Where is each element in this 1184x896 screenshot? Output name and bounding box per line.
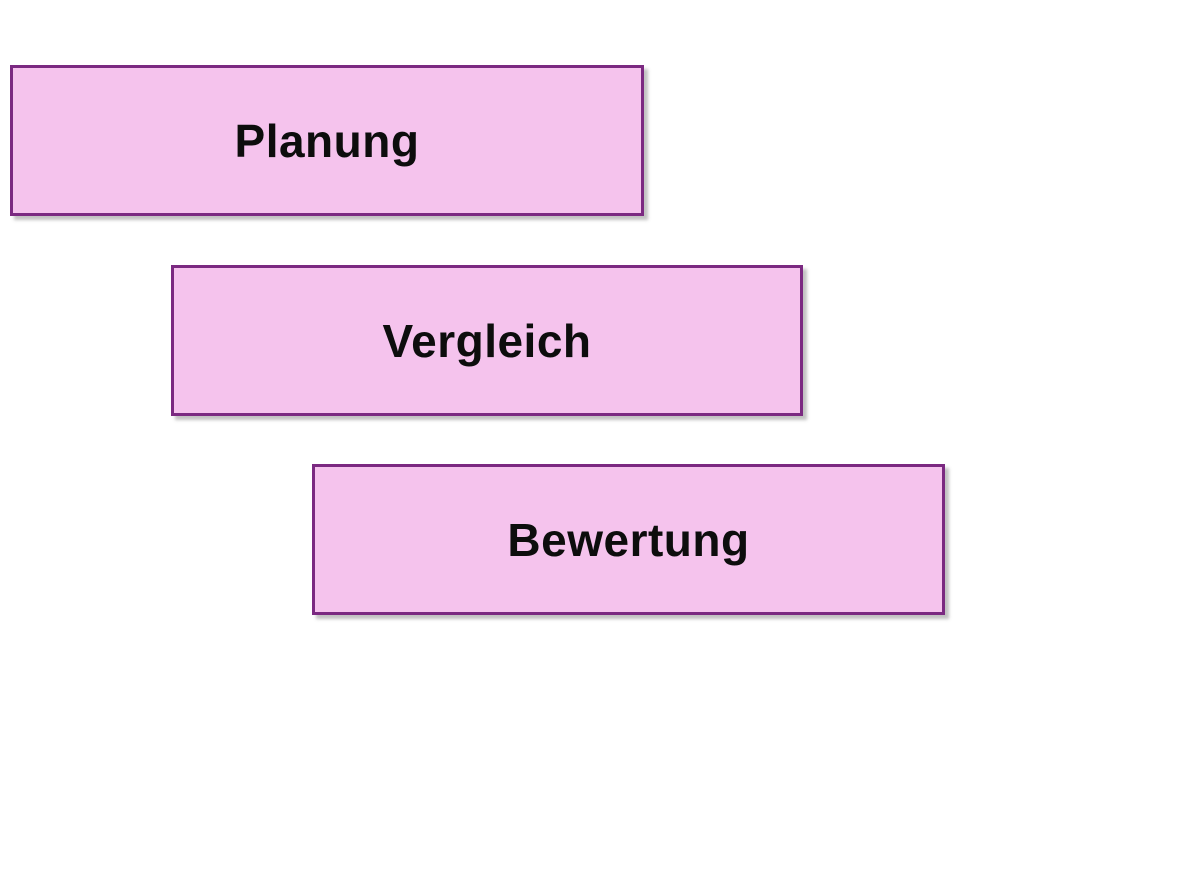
step-box-vergleich: Vergleich	[171, 265, 803, 416]
step-box-planung: Planung	[10, 65, 644, 216]
step-box-bewertung: Bewertung	[312, 464, 945, 615]
step-label-bewertung: Bewertung	[507, 513, 750, 566]
step-label-vergleich: Vergleich	[382, 314, 592, 367]
step-label-planung: Planung	[234, 114, 420, 167]
